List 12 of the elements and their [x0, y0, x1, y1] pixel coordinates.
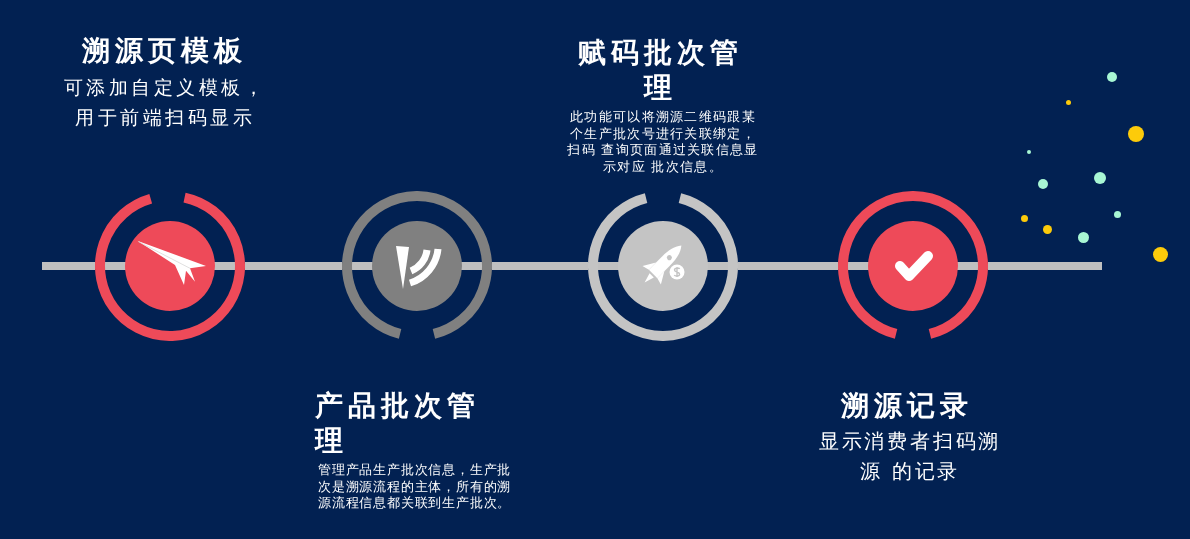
ring-circle: [342, 191, 492, 341]
step-description: 显示消费者扫码溯源 的记录: [817, 428, 1003, 485]
step-title: 溯源记录: [840, 388, 974, 423]
step-description: 此功能可以将溯源二维码跟某个生产批次号进行关联绑定，扫码 查询页面通过关联信息显示对应 批次信息。: [566, 109, 760, 175]
ring-circle: [838, 191, 988, 341]
step-title: 赋码批次管理: [576, 35, 744, 105]
ring-circle: [95, 191, 245, 341]
step-description: 管理产品生产批次信息，生产批次是溯源流程的主体，所有的溯源流程信息都关联到生产批次。: [318, 462, 513, 512]
step-title: 溯源页模板: [80, 33, 248, 68]
step-title: 产品批次管理: [315, 388, 481, 458]
step-description: 可添加自定义模板，用于前端扫码显示: [62, 75, 268, 130]
ring-circle: [588, 191, 738, 341]
